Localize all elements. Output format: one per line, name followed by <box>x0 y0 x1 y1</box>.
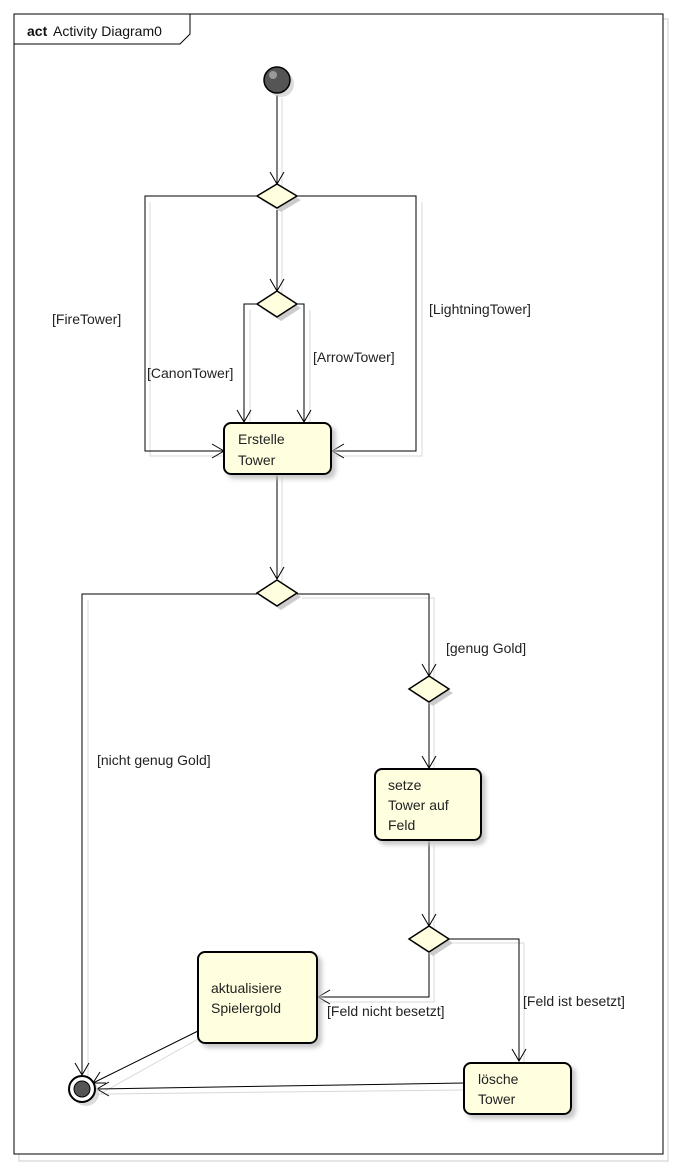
guard-field-free: [Feld nicht besetzt] <box>327 1003 445 1019</box>
decision-nodes <box>255 183 453 956</box>
flow-firetower <box>144 195 257 452</box>
action-label-line: setze <box>388 777 422 793</box>
action-delete-tower: lösche Tower <box>463 1062 572 1115</box>
action-label-line: Spielergold <box>211 1000 281 1016</box>
action-label-line: Tower <box>478 1091 516 1107</box>
flow-delete-to-final <box>96 1082 465 1090</box>
decision-node-gold <box>255 579 301 610</box>
control-flows <box>81 95 520 1090</box>
guard-lightning-tower: [LightningTower] <box>429 301 531 317</box>
action-label-line: Tower <box>238 452 276 468</box>
decision-node-field <box>407 925 453 956</box>
flow-field-occupied <box>449 938 520 1061</box>
merge-node-gold <box>407 675 453 706</box>
decision-node-tower-type-2 <box>255 290 301 321</box>
guard-fire-tower: [FireTower] <box>52 311 121 327</box>
guard-labels: [FireTower] [LightningTower] [CanonTower… <box>52 301 625 1019</box>
guard-arrow-tower: [ArrowTower] <box>313 349 395 365</box>
guard-not-enough-gold: [nicht genug Gold] <box>97 752 211 768</box>
arrowhead <box>269 566 285 580</box>
flow-enough-gold <box>297 593 430 676</box>
guard-canon-tower: [CanonTower] <box>147 365 233 381</box>
initial-node <box>263 66 294 97</box>
flow-not-enough-gold <box>81 593 257 1075</box>
flow-update-to-final <box>92 1030 199 1084</box>
frame-keyword: act <box>27 23 48 39</box>
diagram-frame: act Activity Diagram0 <box>13 13 669 1162</box>
action-label-line: Tower auf <box>388 797 449 813</box>
action-update-gold: aktualisiere Spielergold <box>197 951 318 1044</box>
decision-node-tower-type <box>255 183 301 212</box>
flow-arrowtower <box>297 303 305 422</box>
action-create-tower: Erstelle Tower <box>223 422 332 475</box>
flow-lightningtower <box>297 195 417 452</box>
final-node <box>68 1075 99 1106</box>
action-place-tower: setze Tower auf Feld <box>374 768 482 841</box>
action-label-line: lösche <box>478 1071 519 1087</box>
flow-canontower <box>243 303 257 422</box>
flow-field-free <box>318 952 430 998</box>
action-label-line: Erstelle <box>238 431 285 447</box>
guard-field-occupied: [Feld ist besetzt] <box>523 993 625 1009</box>
action-label-line: Feld <box>388 817 415 833</box>
frame-title: Activity Diagram0 <box>53 23 162 39</box>
action-label-line: aktualisiere <box>211 980 282 996</box>
guard-enough-gold: [genug Gold] <box>446 640 526 656</box>
arrowhead <box>511 1048 527 1062</box>
